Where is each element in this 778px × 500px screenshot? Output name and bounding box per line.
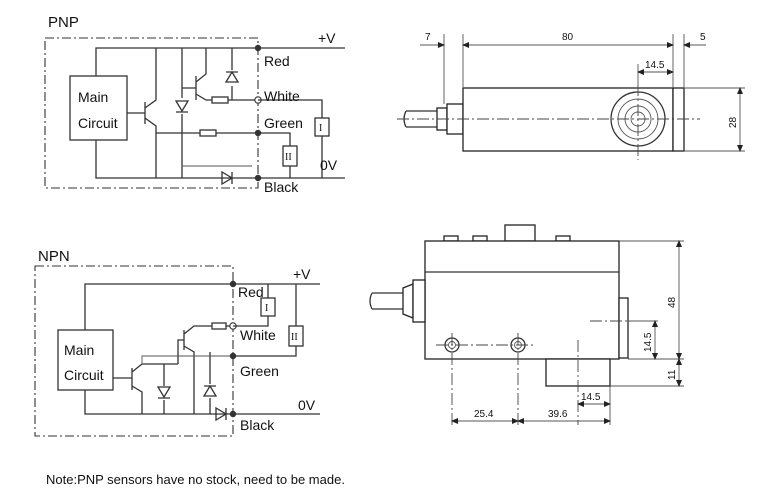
npn-load-1-wire [233,284,269,327]
pnp-load-2 [282,145,298,167]
pnp-green-resistor [199,129,217,137]
npn-transistor-2 [177,325,212,414]
npn-ground-label: 0V [298,397,316,413]
npn-reverse-diode [215,406,228,422]
pnp-load-1-symbol: I [319,123,322,134]
pnp-wire-black-label: Black [264,179,299,195]
pnp-load-1-wire [258,99,323,178]
pnp-main-circuit-label-2: Circuit [78,115,118,131]
pnp-wiring-diagram: PNP Main Circuit [44,14,345,195]
npn-negative-rail [84,390,233,415]
pnp-diode-1 [174,100,190,113]
side-view-sensor-boss [618,297,629,359]
pnp-load-2-wire [258,132,291,178]
pnp-title: PNP [48,14,79,31]
pnp-wire-red-label: Red [264,53,290,69]
pnp-reverse-diode [221,170,234,186]
dim-base-height: 11 [667,369,678,380]
dim-body-height: 28 [728,116,739,128]
side-view-hole-vertical-centerlines [451,333,519,425]
pnp-diode-2 [224,70,240,83]
npn-diode-1 [156,386,172,399]
stock-note: Note:PNP sensors have no stock, need to … [46,472,345,487]
npn-wire-white-label: White [240,327,276,343]
top-view-rear-cap [672,87,685,152]
npn-load-2-symbol: II [291,332,298,343]
npn-wiring-diagram: NPN Main Circuit I II +V [34,248,320,437]
npn-supply-label: +V [293,266,311,282]
npn-wire-green-label: Green [240,363,279,379]
side-view-cable [369,292,403,310]
pnp-wire-green-label: Green [264,115,303,131]
npn-wire-black-label: Black [240,417,275,433]
top-view-drawing: 7 80 14.5 5 28 [397,32,745,160]
npn-title: NPN [38,248,70,265]
pnp-supply-label: +V [318,30,336,46]
pnp-sensor-enclosure [44,37,259,189]
side-view-body [424,240,620,360]
npn-main-circuit-label-2: Circuit [64,367,104,383]
dim-hole-height: 14.5 [643,332,654,352]
top-view-height-extension-lines [684,87,745,152]
npn-positive-rail [84,283,233,330]
pnp-output-resistor [211,96,229,104]
npn-green-wire-internal [141,355,233,364]
pnp-positive-rail [95,47,258,76]
side-view-cable-gland [402,283,414,319]
npn-load-2-wire [233,284,297,357]
npn-transistor-1 [113,363,178,414]
npn-sensor-enclosure [34,265,234,437]
pnp-transistor-2 [182,48,212,101]
dim-hole-offset: 25.4 [474,409,494,420]
pnp-transistor-1 [127,48,157,178]
pnp-load-2-symbol: II [285,152,292,163]
top-view-extension-lines [443,34,685,104]
npn-load-1-symbol: I [265,303,268,314]
side-view-drawing: 48 14.5 11 14.5 25.4 39.6 [369,224,684,425]
dim-rear-length: 5 [700,32,706,43]
dim-side-height: 48 [667,296,678,308]
dim-body-length: 80 [562,32,574,43]
npn-main-circuit-label-1: Main [64,342,94,358]
dim-base-width: 14.5 [581,392,601,403]
pnp-ground-label: 0V [320,157,338,173]
top-view-body [462,87,674,152]
npn-output-resistor [211,322,227,330]
dim-hole-spacing: 39.6 [548,409,568,420]
pnp-main-circuit-box [69,75,128,141]
side-view-top-bump-1 [443,235,459,242]
npn-wire-red-label: Red [238,284,264,300]
dim-cable-length: 7 [425,32,431,43]
pnp-wire-white-label: White [264,88,300,104]
side-view-top-bump-3 [555,235,571,242]
side-view-top-block [504,224,536,242]
side-view-gland-collar [412,279,426,323]
pnp-load-1 [314,117,330,137]
pnp-negative-rail [95,140,258,179]
npn-diode-2 [202,384,218,397]
npn-load-2 [288,325,304,347]
dim-head-offset: 14.5 [645,60,665,71]
side-view-top-bump-2 [472,235,488,242]
pnp-main-circuit-label-1: Main [78,89,108,105]
npn-load-1 [260,297,276,317]
